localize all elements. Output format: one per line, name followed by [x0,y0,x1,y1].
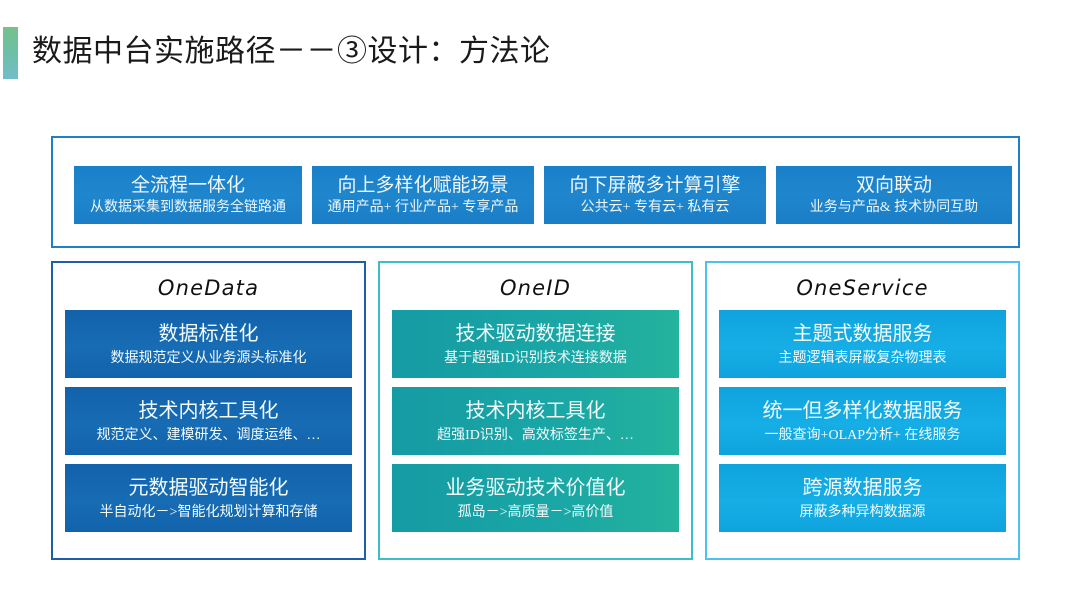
column-oneservice[interactable]: OneService 主题式数据服务 主题逻辑表屏蔽复杂物理表 统一但多样化数据… [705,261,1020,560]
oneid-card-2[interactable]: 技术内核工具化 超强ID识别、高效标签生产、… [392,387,679,455]
capability-card-2[interactable]: 向上多样化赋能场景 通用产品+ 行业产品+ 专享产品 [312,166,534,224]
title-accent-bar [3,27,18,79]
onedata-card-3-title: 元数据驱动智能化 [128,476,289,499]
onedata-card-3[interactable]: 元数据驱动智能化 半自动化－>智能化规划计算和存储 [65,464,352,532]
oneservice-card-2[interactable]: 统一但多样化数据服务 一般查询+OLAP分析+ 在线服务 [719,387,1006,455]
column-oneservice-cards: 主题式数据服务 主题逻辑表屏蔽复杂物理表 统一但多样化数据服务 一般查询+OLA… [719,310,1006,532]
oneservice-card-3-title: 跨源数据服务 [802,476,923,499]
capability-card-1-title: 全流程一体化 [130,174,245,196]
oneid-card-2-subtitle: 超强ID识别、高效标签生产、… [437,427,634,443]
oneid-card-1-subtitle: 基于超强ID识别技术连接数据 [444,350,627,366]
page-title: 数据中台实施路径－－③设计：方法论 [32,35,551,68]
capability-card-3[interactable]: 向下屏蔽多计算引擎 公共云+ 专有云+ 私有云 [544,166,766,224]
oneid-card-3-subtitle: 孤岛－>高质量－>高价值 [457,504,614,520]
capability-card-4[interactable]: 双向联动 业务与产品& 技术协同互助 [776,166,1012,224]
capability-row: 全流程一体化 从数据采集到数据服务全链路通 向上多样化赋能场景 通用产品+ 行业… [74,166,1012,224]
capability-card-4-title: 双向联动 [855,174,932,196]
column-oneid-cards: 技术驱动数据连接 基于超强ID识别技术连接数据 技术内核工具化 超强ID识别、高… [392,310,679,532]
onedata-card-3-subtitle: 半自动化－>智能化规划计算和存储 [99,504,318,520]
column-oneid-heading: OneID [499,276,572,300]
oneid-card-1[interactable]: 技术驱动数据连接 基于超强ID识别技术连接数据 [392,310,679,378]
capability-card-4-subtitle: 业务与产品& 技术协同互助 [809,199,979,215]
capability-band: 全流程一体化 从数据采集到数据服务全链路通 向上多样化赋能场景 通用产品+ 行业… [51,136,1020,248]
capability-card-2-title: 向上多样化赋能场景 [337,174,509,196]
oneid-card-3-title: 业务驱动技术价值化 [445,476,626,499]
oneid-card-1-title: 技术驱动数据连接 [455,322,616,345]
oneid-card-2-title: 技术内核工具化 [465,399,606,422]
methodology-columns: OneData 数据标准化 数据规范定义从业务源头标准化 技术内核工具化 规范定… [51,261,1020,560]
onedata-card-2-title: 技术内核工具化 [138,399,279,422]
onedata-card-1[interactable]: 数据标准化 数据规范定义从业务源头标准化 [65,310,352,378]
slide-title-bar: 数据中台实施路径－－③设计：方法论 [0,22,1080,82]
oneid-card-3[interactable]: 业务驱动技术价值化 孤岛－>高质量－>高价值 [392,464,679,532]
capability-card-3-title: 向下屏蔽多计算引擎 [569,174,741,196]
column-oneid[interactable]: OneID 技术驱动数据连接 基于超强ID识别技术连接数据 技术内核工具化 超强… [378,261,693,560]
onedata-card-1-title: 数据标准化 [158,322,259,345]
onedata-card-2[interactable]: 技术内核工具化 规范定义、建模研发、调度运维、… [65,387,352,455]
capability-card-1-subtitle: 从数据采集到数据服务全链路通 [90,199,286,215]
column-onedata[interactable]: OneData 数据标准化 数据规范定义从业务源头标准化 技术内核工具化 规范定… [51,261,366,560]
column-onedata-cards: 数据标准化 数据规范定义从业务源头标准化 技术内核工具化 规范定义、建模研发、调… [65,310,352,532]
column-oneservice-heading: OneService [796,276,929,300]
oneservice-card-1-title: 主题式数据服务 [792,322,933,345]
oneservice-card-2-title: 统一但多样化数据服务 [762,399,963,422]
oneservice-card-3-subtitle: 屏蔽多种异构数据源 [799,504,926,520]
onedata-card-2-subtitle: 规范定义、建模研发、调度运维、… [96,427,321,443]
onedata-card-1-subtitle: 数据规范定义从业务源头标准化 [110,350,307,366]
capability-card-3-subtitle: 公共云+ 专有云+ 私有云 [580,199,730,215]
capability-card-1[interactable]: 全流程一体化 从数据采集到数据服务全链路通 [74,166,302,224]
oneservice-card-3[interactable]: 跨源数据服务 屏蔽多种异构数据源 [719,464,1006,532]
capability-card-2-subtitle: 通用产品+ 行业产品+ 专享产品 [327,199,519,215]
oneservice-card-1-subtitle: 主题逻辑表屏蔽复杂物理表 [778,350,947,366]
oneservice-card-1[interactable]: 主题式数据服务 主题逻辑表屏蔽复杂物理表 [719,310,1006,378]
column-onedata-heading: OneData [157,276,260,300]
oneservice-card-2-subtitle: 一般查询+OLAP分析+ 在线服务 [764,427,961,443]
